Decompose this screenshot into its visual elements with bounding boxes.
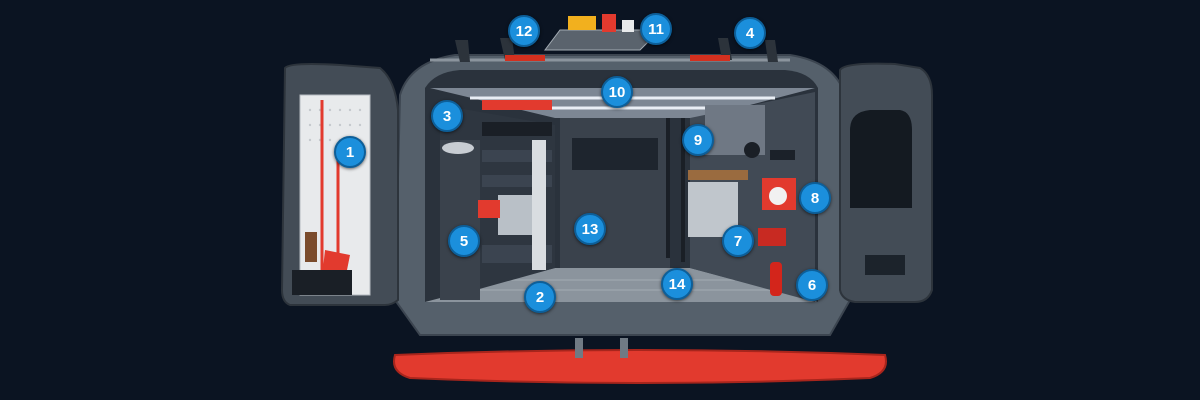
bumper-bracket-left	[575, 338, 583, 358]
paper-roll	[769, 187, 787, 205]
marker-6[interactable]: 6	[796, 269, 828, 301]
cable-reel	[442, 142, 474, 154]
door-storage-bin	[292, 270, 352, 295]
brush	[305, 232, 317, 262]
left-red-case	[478, 200, 500, 218]
marker-5[interactable]: 5	[448, 225, 480, 257]
hanging-tool	[744, 142, 760, 158]
marker-8[interactable]: 8	[799, 182, 831, 214]
left-pegboard	[440, 140, 480, 300]
marker-13[interactable]: 13	[574, 213, 606, 245]
brake-light-right	[690, 55, 730, 61]
marker-9[interactable]: 9	[682, 124, 714, 156]
brake-light-left	[505, 55, 545, 61]
roof-bar-mount-2	[500, 38, 515, 60]
left-end-panel	[532, 140, 546, 270]
marker-4[interactable]: 4	[734, 17, 766, 49]
left-shelf-top-red	[482, 100, 552, 110]
marker-7[interactable]: 7	[722, 225, 754, 257]
marker-1[interactable]: 1	[334, 136, 366, 168]
marker-12[interactable]: 12	[508, 15, 540, 47]
back-window	[572, 138, 658, 170]
door-handle-recess	[865, 255, 905, 275]
marker-2[interactable]: 2	[524, 281, 556, 313]
marker-14[interactable]: 14	[661, 268, 693, 300]
ladder-clamp-red	[602, 14, 616, 32]
bumper-bracket-right	[620, 338, 628, 358]
ladder-clamp-yellow	[568, 16, 596, 30]
workbench-top	[688, 170, 748, 180]
door-window	[850, 110, 912, 208]
fire-extinguisher	[770, 262, 782, 296]
rear-step-bumper	[393, 349, 887, 384]
marker-10[interactable]: 10	[601, 76, 633, 108]
roof-bar-mount-3	[718, 38, 732, 60]
vice	[758, 228, 786, 246]
roof-bar-mount-4	[765, 40, 778, 62]
ladder-clamp-white	[622, 20, 634, 32]
marker-3[interactable]: 3	[431, 100, 463, 132]
left-drawer-block	[498, 195, 538, 235]
roof-bar-mount-1	[455, 40, 470, 62]
tool-bracket	[770, 150, 795, 160]
marker-11[interactable]: 11	[640, 13, 672, 45]
